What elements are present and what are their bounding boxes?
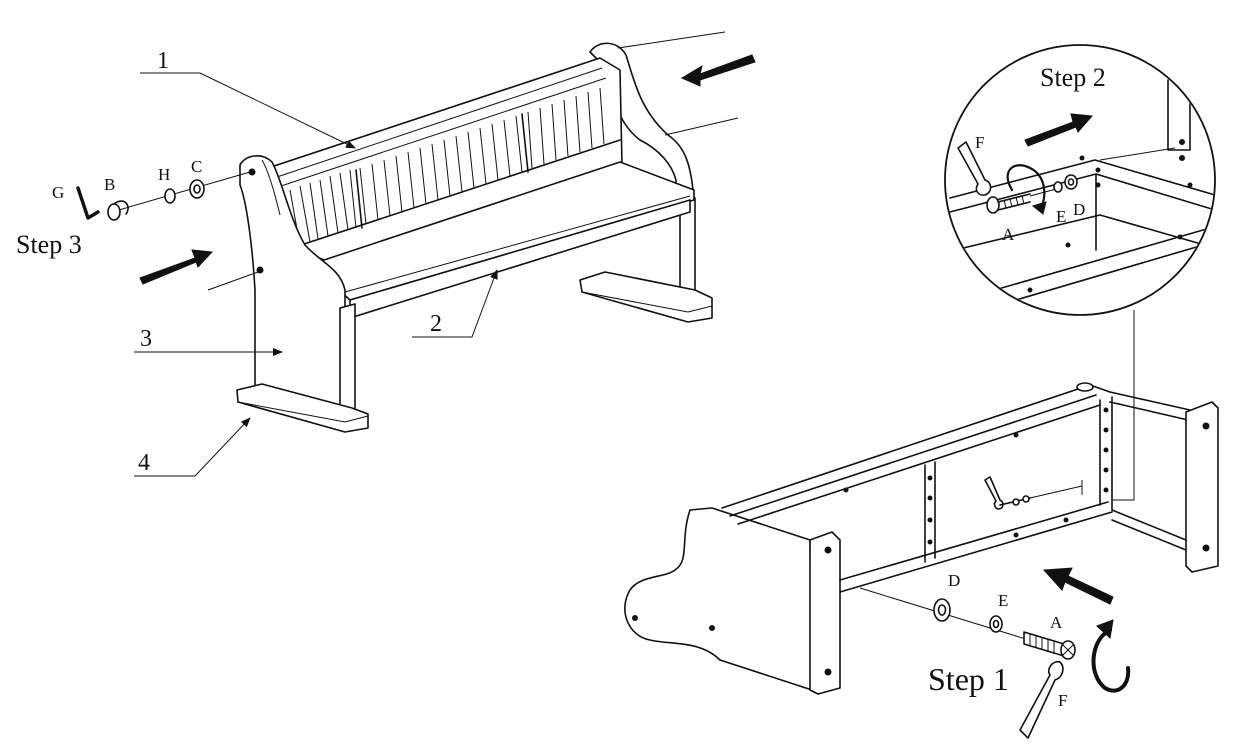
rotation-arrow-step1 (1091, 628, 1131, 693)
callout-3: 3 (140, 326, 152, 352)
bolt-a (1023, 631, 1076, 660)
callout-1: 1 (157, 48, 169, 74)
wrench-f-detail (957, 141, 992, 196)
arrow-step1 (1042, 567, 1114, 605)
inverted-far-leg (1185, 401, 1219, 573)
washer-e-detail (1053, 181, 1063, 193)
part-label-d: D (948, 571, 960, 590)
part-label-f: F (1058, 691, 1067, 710)
arrow-step3 (139, 249, 214, 285)
step3-label: Step 3 (16, 230, 82, 259)
allen-key-g (76, 186, 100, 220)
bench-left-panel (239, 155, 346, 416)
inverted-near-leg (809, 531, 841, 695)
inverted-bench (624, 382, 1219, 695)
part-label-e: E (998, 591, 1008, 610)
part-label-d-detail: D (1073, 200, 1085, 219)
bolt-a-detail (986, 193, 1031, 214)
callout-leaders (134, 72, 498, 477)
part-label-b: B (104, 175, 115, 194)
callout-2: 2 (430, 311, 442, 337)
wrench-f (1019, 660, 1064, 739)
part-label-a: A (1050, 613, 1063, 632)
bench-left-leg (339, 303, 356, 413)
callout-4: 4 (138, 450, 150, 476)
rotation-arrow-detail (1006, 164, 1046, 212)
part-label-h: H (158, 165, 170, 184)
lock-washer-h (164, 188, 176, 204)
step2-label: Step 2 (1040, 63, 1106, 92)
part-label-c: C (191, 157, 202, 176)
step1-label: Step 1 (928, 661, 1009, 697)
arrow-right-arm (680, 54, 756, 87)
part-label-f-detail: F (975, 133, 984, 152)
step1-hardware (859, 567, 1131, 739)
inverted-arm-panel (624, 507, 813, 691)
assembled-bench (76, 31, 756, 433)
bolt-b (107, 200, 129, 221)
part-label-e-detail: E (1056, 207, 1066, 226)
step2-detail (944, 44, 1216, 316)
part-label-g: G (52, 183, 64, 202)
bench-right-foot (579, 271, 713, 323)
arrow-step2 (1024, 113, 1094, 147)
part-label-a-detail: A (1002, 225, 1015, 244)
